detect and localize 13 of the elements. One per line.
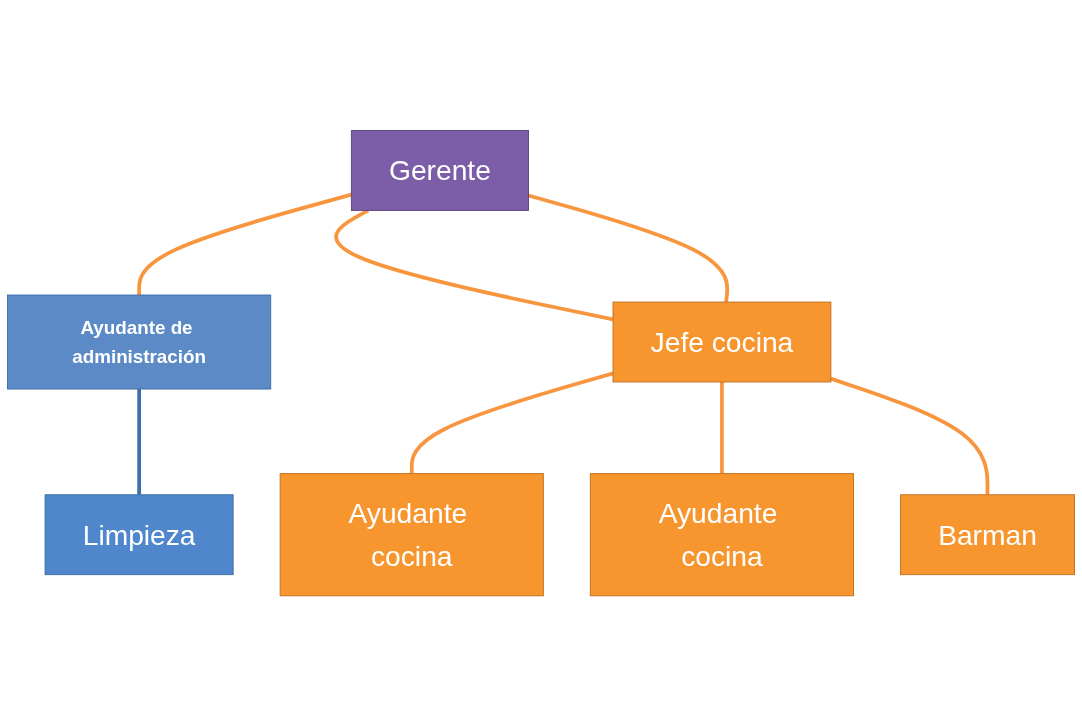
connector [830,376,990,495]
node-box: Ayudante cocina [589,472,854,597]
connector [409,371,614,474]
connector [527,193,730,303]
node-box: Barman [900,494,1075,575]
node-box: Jefe cocina [612,301,832,383]
node-box: Gerente [350,129,529,211]
node-box: Ayudante de administración [7,294,272,390]
node-box: Ayudante cocina [279,472,544,597]
connector [137,388,141,495]
connector [720,381,724,474]
node-box: Limpieza [44,494,234,575]
connector [137,192,352,295]
